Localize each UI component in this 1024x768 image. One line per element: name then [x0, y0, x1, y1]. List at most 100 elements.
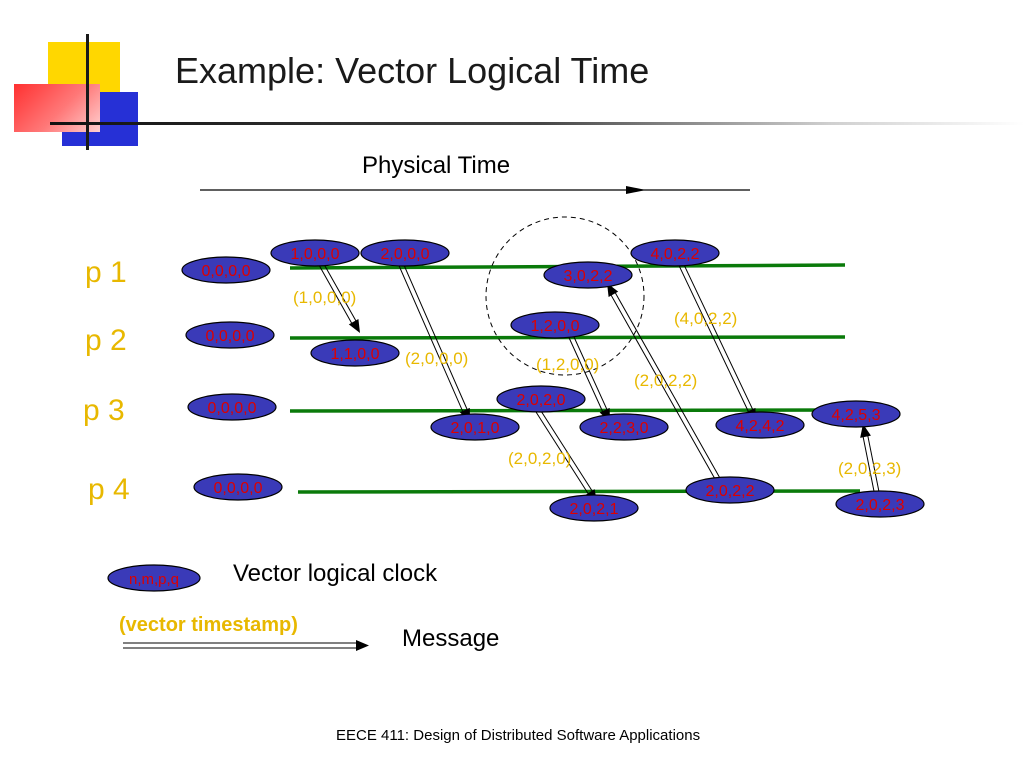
process-label-p1: p 1 — [85, 256, 127, 289]
timeline-p3 — [289, 408, 851, 413]
clock-ellipse — [187, 393, 277, 421]
decor-vertical-line — [86, 34, 89, 150]
clock-value: 2,0,2,0 — [517, 392, 566, 409]
clock-ellipse — [430, 413, 520, 441]
message-line — [862, 434, 877, 500]
clock-ellipse — [549, 494, 639, 522]
clock-ellipse — [107, 564, 201, 592]
clock-value: 2,0,2,3 — [856, 497, 905, 514]
event-clock: 2,0,0,0 — [360, 239, 450, 267]
message-timestamp: (4,0,2,2) — [674, 309, 737, 328]
message-line — [567, 334, 605, 415]
message-line — [677, 262, 750, 415]
message-line — [401, 260, 469, 413]
legend-vector-clock-label: Vector logical clock — [233, 560, 438, 587]
message-timestamp: (2,0,2,3) — [838, 459, 901, 478]
process-label-p2: p 2 — [85, 324, 127, 357]
clock-value: 0,0,0,0 — [206, 328, 255, 345]
event-clock: 3,0,2,2 — [543, 261, 633, 289]
clock-ellipse — [496, 385, 586, 413]
clock-value: 2,0,0,0 — [381, 246, 430, 263]
event-clock: 1,2,0,0 — [510, 311, 600, 339]
event-clock: 2,0,2,2 — [685, 476, 775, 504]
message-arrow — [677, 260, 756, 422]
event-clock: 2,2,3,0 — [579, 413, 669, 441]
legend-timestamp-label: (vector timestamp) — [119, 614, 298, 636]
event-clock: 2,0,2,1 — [549, 494, 639, 522]
initial-clock-p3: 0,0,0,0 — [187, 393, 277, 421]
clock-value: 0,0,0,0 — [202, 263, 251, 280]
clock-ellipse — [685, 476, 775, 504]
clock-ellipse — [835, 490, 925, 518]
clock-ellipse — [181, 256, 271, 284]
message-line — [571, 332, 609, 413]
clock-value: 2,0,2,2 — [706, 483, 755, 500]
message-timestamp: (1,2,0,0) — [536, 355, 599, 374]
clock-value: 4,2,4,2 — [736, 418, 785, 435]
legend-message-label: Message — [402, 625, 500, 652]
clock-ellipse — [310, 339, 400, 367]
slide-title: Example: Vector Logical Time — [175, 50, 650, 91]
event-clock: 2,0,2,0 — [496, 385, 586, 413]
message-line — [613, 290, 723, 483]
clock-ellipse — [510, 311, 600, 339]
physical-time-arrowhead — [626, 186, 646, 194]
clock-ellipse — [185, 321, 275, 349]
message-arrowhead — [348, 318, 360, 333]
clock-ellipse — [193, 473, 283, 501]
highlight-circle — [485, 216, 645, 376]
clock-ellipse — [270, 239, 360, 267]
timeline-p4 — [297, 489, 861, 494]
message-timestamp: (1,0,0,0) — [293, 288, 356, 307]
message-timestamp: (2,0,2,0) — [508, 449, 571, 468]
message-line — [532, 407, 591, 497]
legend-clock-sample: n,m,p,q — [107, 564, 201, 592]
clock-ellipse — [579, 413, 669, 441]
message-arrow — [397, 260, 470, 422]
clock-ellipse — [811, 400, 901, 428]
clock-value: 2,0,2,1 — [570, 501, 619, 518]
initial-clock-p2: 0,0,0,0 — [185, 321, 275, 349]
message-line — [321, 260, 358, 324]
clock-value: 1,2,0,0 — [531, 318, 580, 335]
process-label-p4: p 4 — [88, 473, 130, 506]
event-clock: 2,0,2,3 — [835, 490, 925, 518]
clock-value: 0,0,0,0 — [208, 400, 257, 417]
footer: EECE 411: Design of Distributed Software… — [336, 727, 701, 744]
message-line — [609, 292, 719, 485]
message-line — [681, 260, 755, 413]
clock-ellipse — [715, 411, 805, 439]
initial-clock-p1: 0,0,0,0 — [181, 256, 271, 284]
event-clock: 4,2,4,2 — [715, 411, 805, 439]
clock-ellipse — [543, 261, 633, 289]
message-timestamp: (2,0,0,0) — [405, 349, 468, 368]
message-timestamp: (2,0,2,2) — [634, 371, 697, 390]
legend-message-arrowhead — [356, 640, 369, 651]
process-label-p3: p 3 — [83, 394, 125, 427]
clock-value: 4,2,5,3 — [832, 407, 881, 424]
title-underline — [50, 122, 1024, 125]
clock-ellipse — [360, 239, 450, 267]
clock-value: 4,0,2,2 — [651, 246, 700, 263]
clock-value: n,m,p,q — [129, 571, 179, 588]
clock-value: 0,0,0,0 — [214, 480, 263, 497]
message-line — [317, 262, 354, 326]
clock-value: 2,2,3,0 — [600, 420, 649, 437]
message-line — [397, 262, 465, 415]
message-arrow — [317, 260, 360, 333]
clock-value: 1,1,0,0 — [331, 346, 380, 363]
clock-value: 3,0,2,2 — [564, 268, 613, 285]
event-clock: 4,0,2,2 — [630, 239, 720, 267]
message-line — [536, 404, 595, 494]
event-clock: 1,1,0,0 — [310, 339, 400, 367]
event-clock: 1,0,0,0 — [270, 239, 360, 267]
event-clock: 4,2,5,3 — [811, 400, 901, 428]
message-line — [866, 433, 881, 499]
initial-clock-p4: 0,0,0,0 — [193, 473, 283, 501]
clock-value: 1,0,0,0 — [291, 246, 340, 263]
clock-value: 2,0,1,0 — [451, 420, 500, 437]
clock-ellipse — [630, 239, 720, 267]
message-arrow — [567, 332, 610, 422]
physical-time-label: Physical Time — [362, 152, 511, 179]
